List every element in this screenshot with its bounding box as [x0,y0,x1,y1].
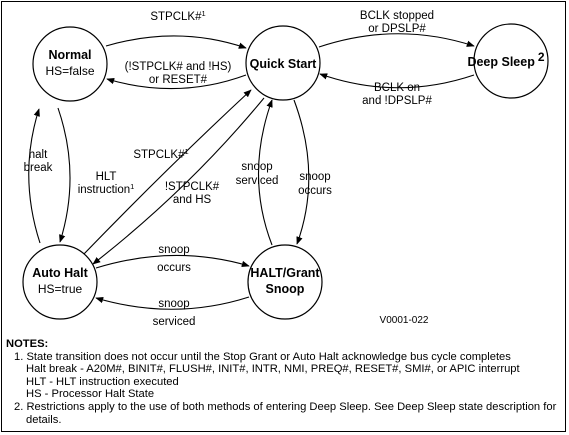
edge-hlt-instruction [57,107,71,243]
label-quick-start-to-normal-line2: or RESET# [149,74,208,86]
note-2: 2. Restrictions apply to the use of both… [14,400,557,413]
label-deep-sleep-to-quick-start-line2: and !DPSLP# [362,95,432,107]
state-auto-halt: Auto Halt HS=true [22,244,98,320]
state-halt-grant-sub: Snoop [266,282,305,296]
figure-id: V0001-022 [380,315,429,326]
note-1-hlt: HLT - HLT instruction executed [26,375,179,388]
label-snoop-occurs-down-line1: snoop [299,171,330,183]
notes-section: NOTES: 1. State transition does not occu… [6,338,562,426]
note-1: 1. State transition does not occur until… [14,350,511,363]
edge-quick-start-to-auto-halt [92,97,265,265]
edge-quick-start-to-deep-sleep [318,33,475,48]
edge-halt-break [28,108,41,244]
state-normal-name: Normal [48,48,91,62]
label-hlt-instruction-line1: HLT [96,171,117,183]
state-normal-condition: HS=false [45,64,94,78]
notes-title: NOTES: [6,338,49,350]
label-deep-sleep-to-quick-start-line1: BCLK on [374,82,420,94]
label-snoop-serviced-up-line1: snoop [241,161,272,173]
note-2-continued: details. [26,413,62,426]
edge-snoop-occurs-down [293,99,310,245]
label-snoop-occurs-right-line2: occurs [157,262,191,274]
label-normal-to-quick-start: STPCLK#1 [150,9,205,23]
label-halt-break-line2: break [24,162,53,174]
state-halt-grant-name: HALT/Grant [250,266,320,280]
edge-auto-halt-to-halt-grant [95,254,250,269]
label-halt-break-line1: halt [29,149,48,161]
label-snoop-occurs-down-line2: occurs [298,185,332,197]
label-hlt-instruction-line2: instruction1 [78,182,135,196]
note-1-halt-break: Halt break - A20M#, BINIT#, FLUSH#, INIT… [26,363,520,376]
label-snoop-serviced-up-line2: serviced [236,175,279,187]
state-auto-halt-name: Auto Halt [32,266,88,280]
edge-snoop-serviced-up [258,99,273,246]
label-auto-halt-to-quick-start: STPCLK#1 [133,147,188,161]
label-quick-start-to-deep-sleep-line2: or DPSLP# [368,23,426,35]
state-auto-halt-condition: HS=true [38,282,83,296]
edge-normal-to-quick-start [105,35,247,49]
edge-auto-halt-to-quick-start [81,89,252,257]
label-snoop-occurs-right-line1: snoop [158,244,189,256]
label-quick-start-to-auto-halt-line2: and HS [173,194,212,206]
note-1-hs: HS - Processor Halt State [26,388,155,401]
label-quick-start-to-normal-line1: (!STPCLK# and !HS) [125,61,232,73]
edge-quick-start-to-normal [106,74,247,90]
state-normal: Normal HS=false [32,26,108,102]
state-halt-grant-snoop: HALT/Grant Snoop [247,244,323,320]
label-snoop-serviced-left-line1: snoop [158,298,189,310]
edge-deep-sleep-to-quick-start [319,73,475,89]
state-quick-start-name: Quick Start [250,57,318,71]
label-snoop-serviced-left-line2: serviced [153,316,196,328]
state-quick-start: Quick Start [245,25,321,101]
edge-halt-grant-to-auto-halt [95,296,250,310]
label-quick-start-to-auto-halt-line1: !STPCLK# [165,181,220,193]
label-quick-start-to-deep-sleep-line1: BCLK stopped [360,10,434,22]
